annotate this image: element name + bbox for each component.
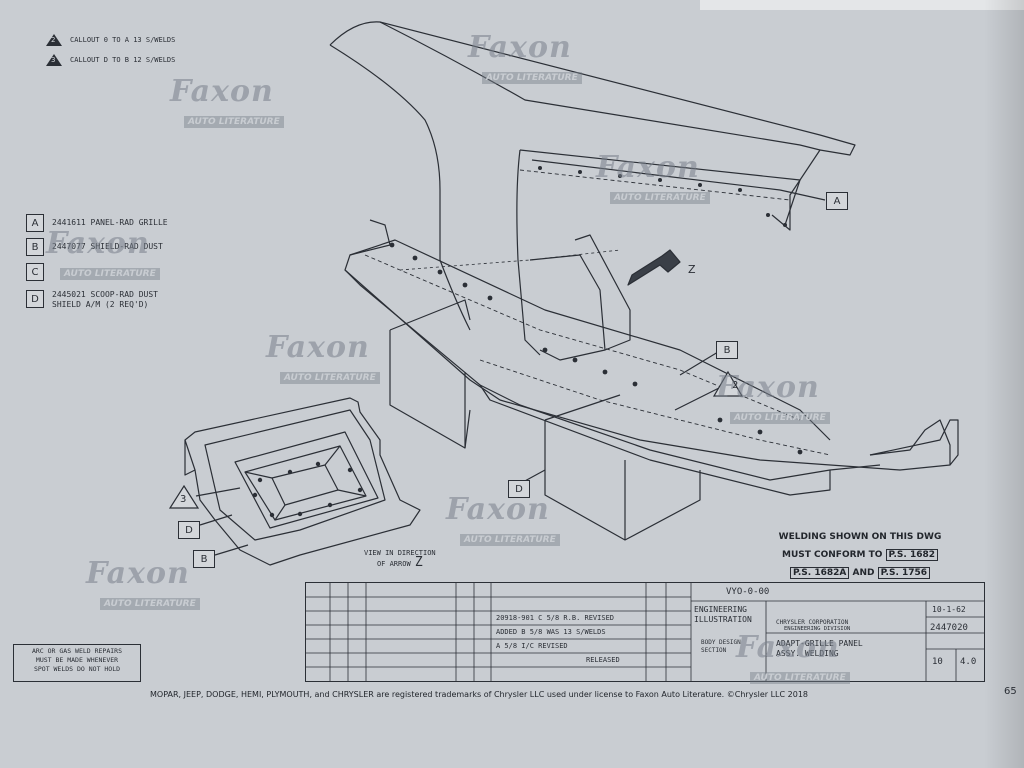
watermark-brand: Faxon xyxy=(716,370,820,405)
corporation: CHRYSLER CORPORATION xyxy=(776,619,849,626)
watermark-sub: AUTO LITERATURE xyxy=(280,372,380,384)
ps-1682a: P.S. 1682A xyxy=(789,567,850,579)
title-block-grid xyxy=(306,583,984,681)
watermark-brand: Faxon xyxy=(170,74,274,109)
section-number: 10 xyxy=(932,657,943,667)
note-number: 3 xyxy=(51,56,56,64)
drawing-date: 10-1-62 xyxy=(932,605,966,614)
legend-row-b: B 2447077 SHIELD-RAD DUST xyxy=(26,238,163,256)
watermark-sub: AUTO LITERATURE xyxy=(460,534,560,546)
watermark-sub: AUTO LITERATURE xyxy=(100,598,200,610)
revision-a: A 5/8 I/C REVISED xyxy=(496,642,568,650)
callout-d: D xyxy=(508,480,530,498)
title-block: VYO-0-00 ENGINEERING ILLUSTRATION BODY D… xyxy=(305,582,985,682)
triangle-icon: 2 xyxy=(46,34,62,46)
callout-d-inset: D xyxy=(178,521,200,539)
legend-row-c: C xyxy=(26,263,52,281)
legend-row-d: D 2445021 SCOOP-RAD DUST SHIELD A/M (2 R… xyxy=(26,290,158,310)
ps-1756: P.S. 1756 xyxy=(877,567,931,579)
view-label-line2: OF ARROW xyxy=(376,560,411,568)
division: ENGINEERING DIVISION xyxy=(784,626,851,632)
welding-note: WELDING SHOWN ON THIS DWG MUST CONFORM T… xyxy=(760,528,960,582)
ps-1682: P.S. 1682 xyxy=(885,549,938,561)
watermark-brand: Faxon xyxy=(266,330,370,365)
next-page-edge xyxy=(700,0,1024,10)
revision-b: ADDED B 5/8 WAS 13 S/WELDS xyxy=(496,628,606,636)
watermark-sub: AUTO LITERATURE xyxy=(730,412,830,424)
triangle-label-2: 2 xyxy=(732,380,739,391)
triangle-icon: 3 xyxy=(46,54,62,66)
welding-line1: WELDING SHOWN ON THIS DWG xyxy=(778,532,942,542)
legend-key: D xyxy=(26,290,44,308)
watermark-brand: Faxon xyxy=(46,226,150,261)
watermark-sub: AUTO LITERATURE xyxy=(610,192,710,204)
revision-released: RELEASED xyxy=(586,656,620,664)
department: ENGINEERING ILLUSTRATION xyxy=(694,605,752,624)
callout-note-1: 2 CALLOUT 0 TO A 13 S/WELDS xyxy=(46,34,175,46)
callout-note-2: 3 CALLOUT D TO B 12 S/WELDS xyxy=(46,54,175,66)
callout-b: B xyxy=(716,341,738,359)
page-number: 65 xyxy=(1004,686,1017,697)
watermark-brand: Faxon xyxy=(596,150,700,185)
note-text: CALLOUT D TO B 12 S/WELDS xyxy=(70,56,176,64)
models: VYO-0-00 xyxy=(726,587,770,597)
copyright-footer: MOPAR, JEEP, DODGE, HEMI, PLYMOUTH, and … xyxy=(150,690,808,699)
callout-b-inset: B xyxy=(193,550,215,568)
legend-text: 2447077 SHIELD-RAD DUST xyxy=(52,242,163,251)
legend-key: A xyxy=(26,214,44,232)
watermark-brand: Faxon xyxy=(446,492,550,527)
revision-c: 20918-901 C 5/8 R.B. REVISED xyxy=(496,614,615,622)
welding-line2: MUST CONFORM TO xyxy=(781,550,883,560)
watermark-brand: Faxon xyxy=(468,30,572,65)
triangle-label-3: 3 xyxy=(180,494,187,505)
welding-and: AND xyxy=(852,568,875,578)
note-text: CALLOUT 0 TO A 13 S/WELDS xyxy=(70,36,176,44)
view-label-letter: Z xyxy=(414,555,423,570)
legend-key: C xyxy=(26,263,44,281)
legend-text: 2445021 SCOOP-RAD DUST SHIELD A/M (2 REQ… xyxy=(52,290,158,309)
legend-key: B xyxy=(26,238,44,256)
watermark-sub: AUTO LITERATURE xyxy=(60,268,160,280)
legend-text: 2441611 PANEL-RAD GRILLE xyxy=(52,218,168,227)
arrow-label: Z xyxy=(688,263,696,276)
watermark-sub: AUTO LITERATURE xyxy=(184,116,284,128)
legend-row-a: A 2441611 PANEL-RAD GRILLE xyxy=(26,214,168,232)
design-section: BODY DESIGN SECTION xyxy=(701,639,741,654)
view-label: VIEW IN DIRECTION OF ARROW Z xyxy=(364,548,436,569)
binding-shadow xyxy=(984,0,1024,768)
arc-weld-note: ARC OR GAS WELD REPAIRS MUST BE MADE WHE… xyxy=(13,644,141,682)
callout-a: A xyxy=(826,192,848,210)
note-number: 2 xyxy=(51,36,56,44)
view-label-line1: VIEW IN DIRECTION xyxy=(364,549,436,557)
drawing-number: 2447020 xyxy=(930,623,968,633)
watermark-brand: Faxon xyxy=(86,556,190,591)
drawing-title: ADAPT-GRILLE PANEL ASSY. WELDING xyxy=(776,639,863,658)
watermark-brand: Faxon xyxy=(736,630,840,665)
watermark-sub: AUTO LITERATURE xyxy=(750,672,850,684)
watermark-sub: AUTO LITERATURE xyxy=(482,72,582,84)
page-ref: 4.0 xyxy=(960,657,977,667)
